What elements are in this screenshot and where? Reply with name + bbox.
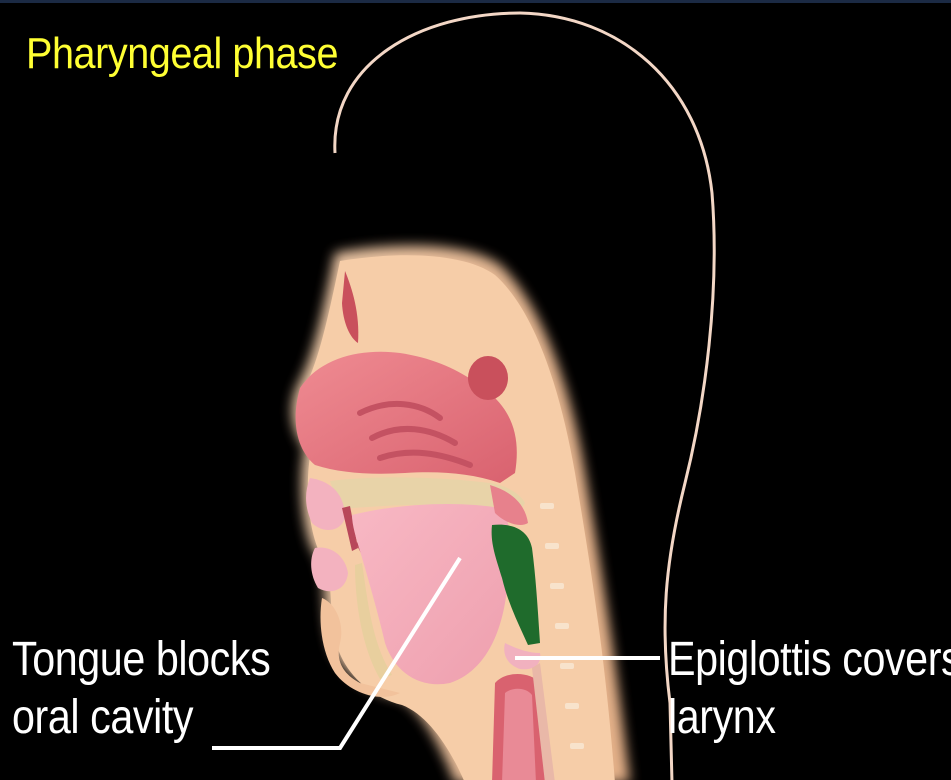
- sphenoid-sinus: [468, 356, 508, 400]
- epiglottis-label-line-2: larynx: [668, 689, 951, 747]
- tongue-label: Tongue blocks oral cavity: [12, 631, 270, 747]
- epiglottis-label: Epiglottis covers larynx: [668, 631, 951, 747]
- tongue-label-line-2: oral cavity: [12, 689, 270, 747]
- tongue-label-line-1: Tongue blocks: [12, 631, 270, 689]
- trachea-highlight: [502, 689, 536, 780]
- epiglottis-label-line-1: Epiglottis covers: [668, 631, 951, 689]
- phase-title: Pharyngeal phase: [26, 29, 338, 79]
